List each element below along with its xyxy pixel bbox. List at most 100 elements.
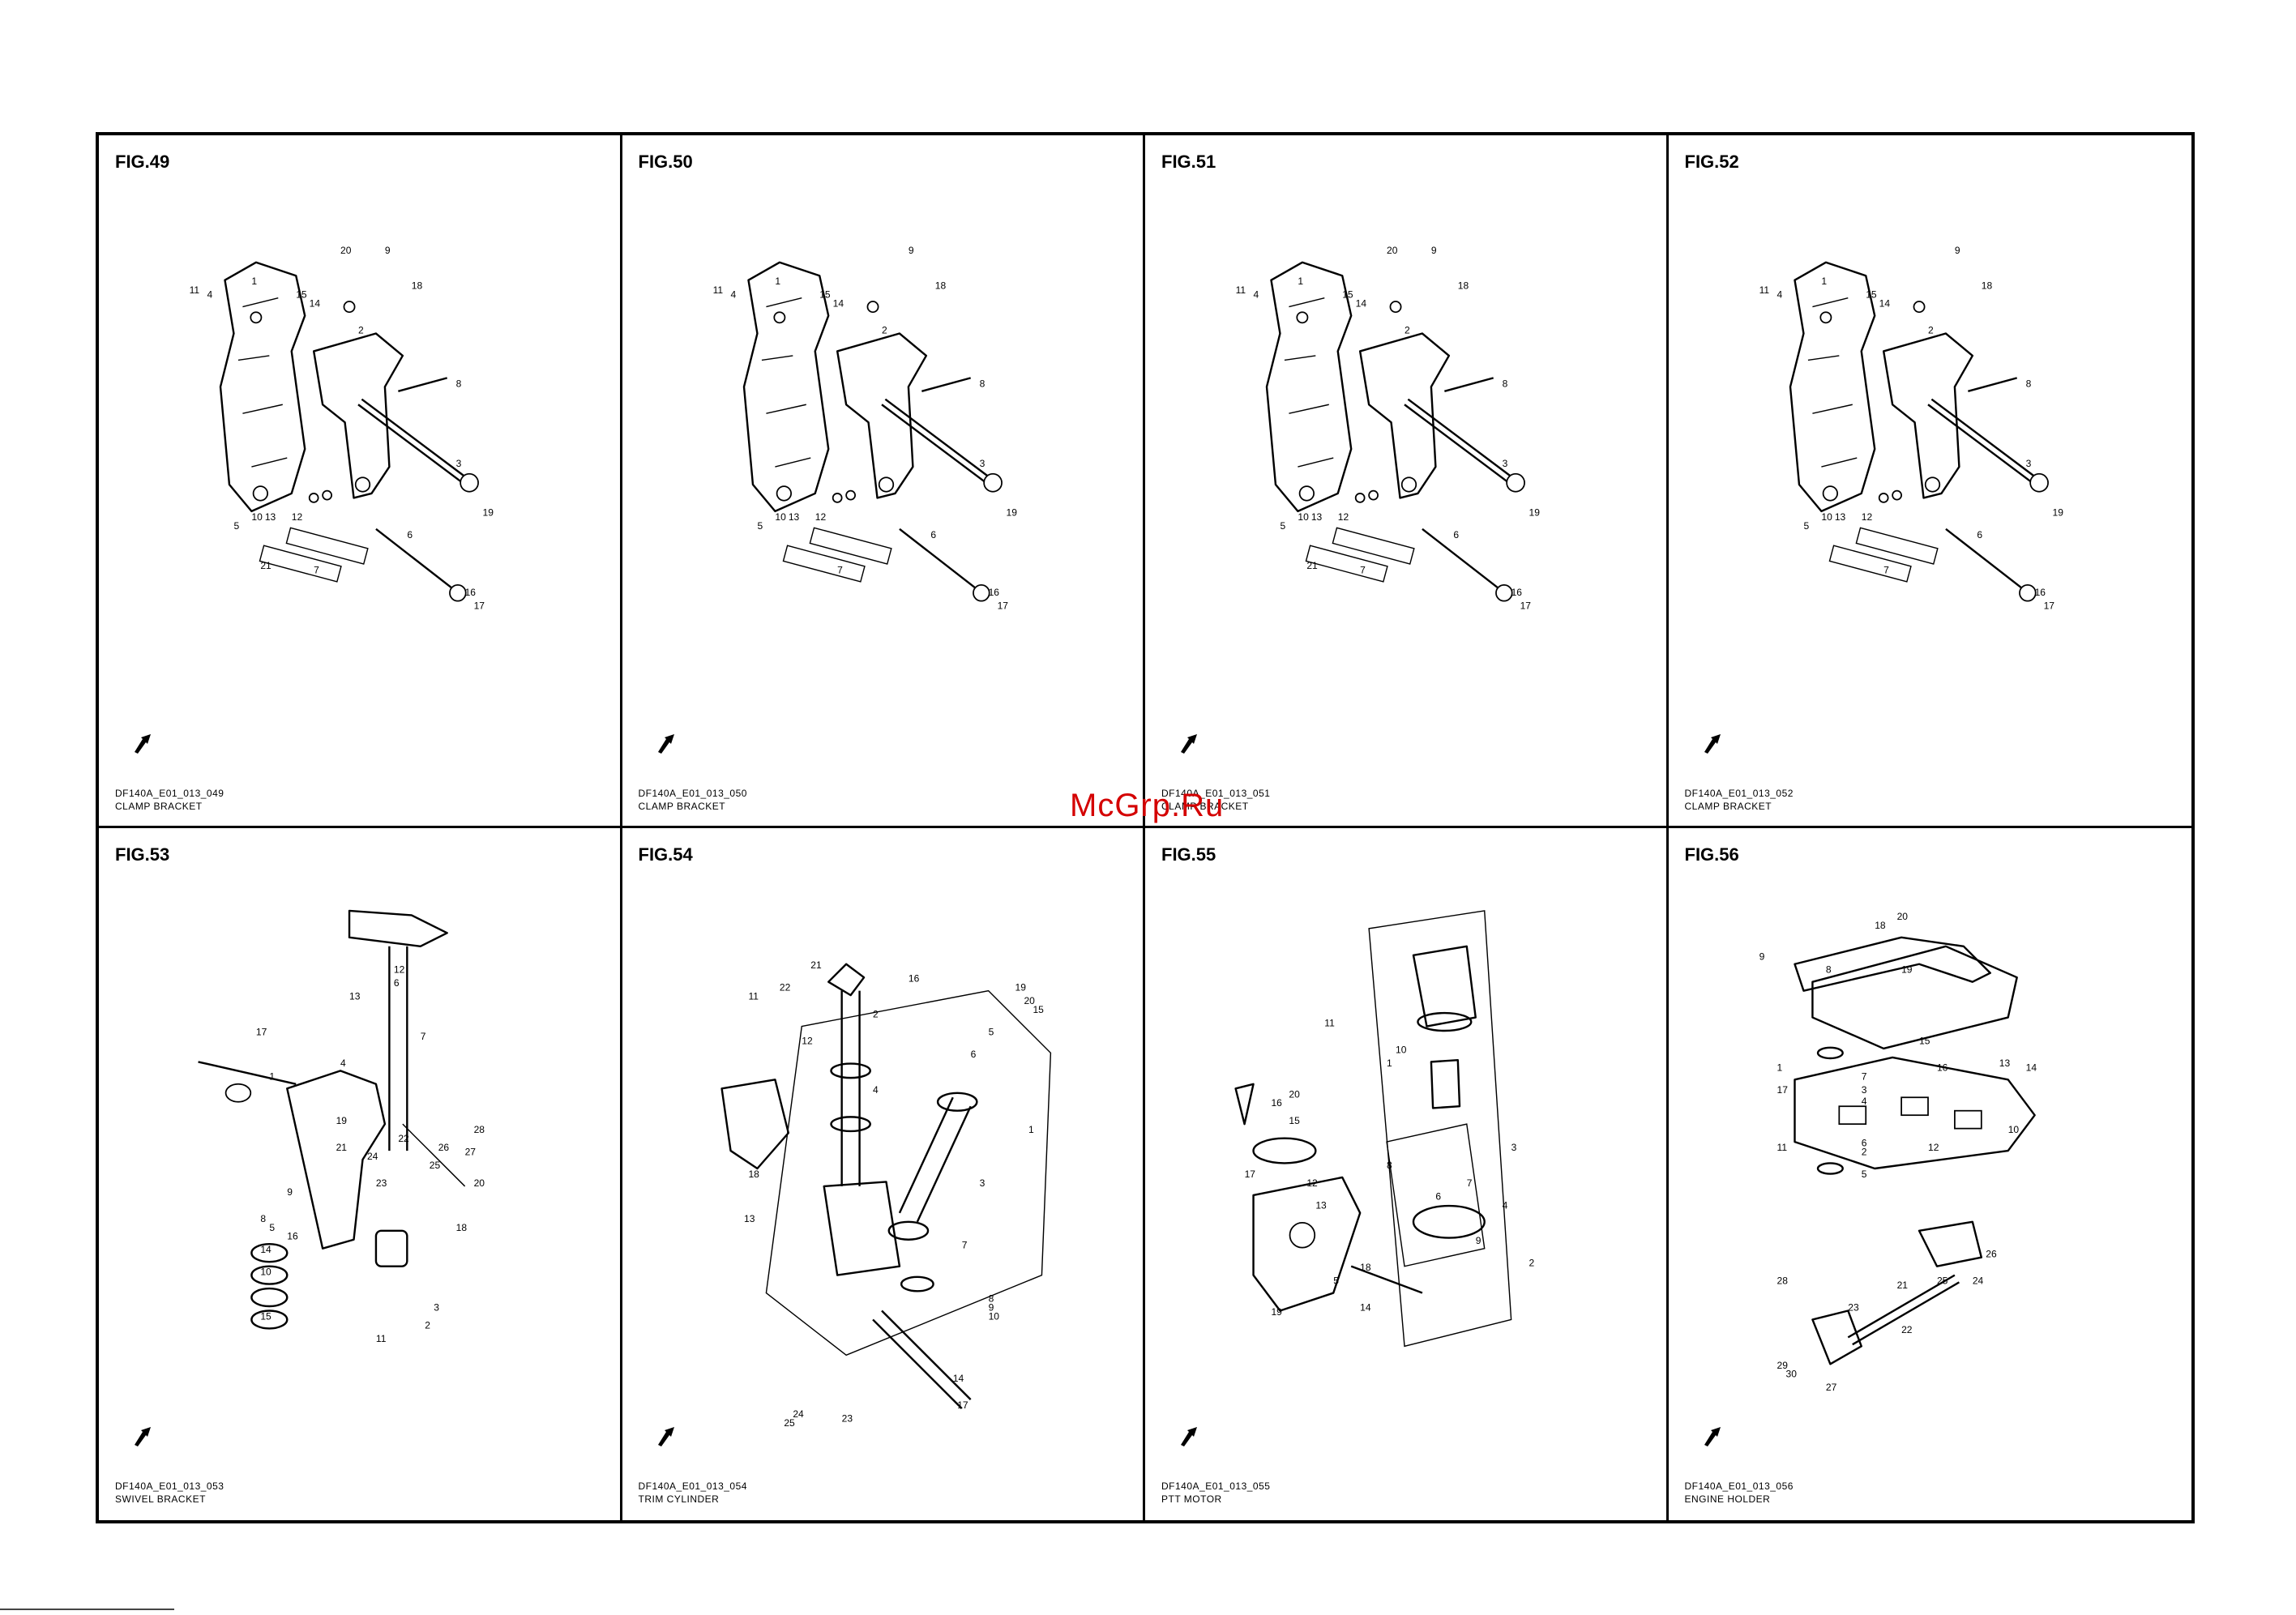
part-callout-number: 17 <box>997 600 1008 612</box>
forward-arrow-icon <box>1181 1426 1197 1446</box>
part-callout-number: 13 <box>1315 1199 1327 1211</box>
figure-code: DF140A_E01_013_055 <box>1161 1480 1271 1492</box>
part-callout-number: 15 <box>296 289 307 301</box>
part-callout-number: 17 <box>1245 1168 1256 1179</box>
part-callout-number: 1 <box>1028 1124 1033 1135</box>
figure-code: DF140A_E01_013_050 <box>638 788 747 799</box>
part-callout-number: 5 <box>1333 1275 1339 1286</box>
part-callout-number: 22 <box>1901 1323 1913 1335</box>
figure-title: FIG.52 <box>1684 152 1739 172</box>
part-callout-number: 18 <box>934 280 946 292</box>
part-callout-number: 3 <box>1861 1083 1866 1095</box>
part-callout-number: 24 <box>367 1151 378 1162</box>
figure-title: FIG.53 <box>115 844 170 865</box>
part-callout-number: 8 <box>988 1292 994 1304</box>
part-callout-number: 15 <box>1866 289 1877 301</box>
part-callout-number: 5 <box>233 520 239 532</box>
part-callout-number: 12 <box>815 511 826 523</box>
part-callout-number: 6 <box>1977 529 1982 540</box>
figure-title: FIG.51 <box>1161 152 1216 172</box>
part-callout-number: 23 <box>376 1177 387 1188</box>
figure-name: CLAMP BRACKET <box>115 801 203 812</box>
part-callout-number: 16 <box>465 587 477 598</box>
figure-code: DF140A_E01_013_056 <box>1684 1480 1794 1492</box>
part-callout-number: 23 <box>841 1412 853 1424</box>
part-callout-number: 4 <box>1254 289 1259 301</box>
part-callout-number: 3 <box>979 1177 985 1188</box>
part-callout-number: 10 <box>775 511 786 523</box>
part-callout-number: 5 <box>757 520 763 532</box>
part-callout-number: 10 <box>251 511 263 523</box>
part-callout-number: 23 <box>1848 1301 1859 1313</box>
part-callout-number: 6 <box>930 529 936 540</box>
part-callout-number: 13 <box>265 511 276 523</box>
part-callout-number: 9 <box>988 1301 994 1313</box>
part-callout-number: 2 <box>1529 1257 1535 1268</box>
part-callout-number: 12 <box>1928 1142 1939 1153</box>
part-callout-number: 7 <box>1360 565 1366 576</box>
part-callout-number: 15 <box>1033 1004 1044 1015</box>
part-callout-number: 10 <box>260 1266 272 1277</box>
part-callout-number: 16 <box>1271 1097 1282 1109</box>
part-callout-number: 21 <box>810 959 822 971</box>
part-callout-number: 16 <box>1936 1062 1948 1073</box>
figure-code: DF140A_E01_013_052 <box>1684 788 1794 799</box>
part-callout-number: 16 <box>1511 587 1523 598</box>
part-callout-number: 13 <box>744 1212 755 1224</box>
part-callout-number: 5 <box>1861 1168 1866 1179</box>
part-callout-number: 5 <box>269 1221 275 1233</box>
part-callout-number: 21 <box>1306 560 1318 571</box>
part-callout-number: 4 <box>730 289 736 301</box>
part-callout-number: 12 <box>1338 511 1349 523</box>
part-callout-number: 7 <box>1861 1070 1866 1082</box>
part-callout-number: 13 <box>349 990 361 1002</box>
part-callout-number: 8 <box>1503 378 1508 389</box>
part-callout-number: 25 <box>1936 1275 1948 1286</box>
part-callout-number: 14 <box>1879 298 1890 310</box>
part-callout-number: 6 <box>1861 1137 1866 1148</box>
part-callout-number: 6 <box>394 977 400 989</box>
part-callout-number: 24 <box>1972 1275 1983 1286</box>
part-callout-number: 4 <box>207 289 213 301</box>
part-callout-number: 30 <box>1785 1368 1797 1379</box>
part-callout-number: 3 <box>434 1301 439 1313</box>
part-callout-number: 2 <box>873 1008 879 1019</box>
part-callout-number: 25 <box>784 1417 795 1429</box>
part-callout-number: 3 <box>2025 458 2031 469</box>
figure-name: SWIVEL BRACKET <box>115 1493 206 1505</box>
part-callout-number: 17 <box>1777 1083 1788 1095</box>
part-callout-number: 13 <box>788 511 799 523</box>
part-callout-number: 19 <box>483 506 494 518</box>
part-callout-number: 4 <box>1503 1199 1508 1211</box>
part-callout-number: 21 <box>1896 1280 1908 1291</box>
forward-arrow-icon <box>1704 1426 1721 1446</box>
part-callout-number: 8 <box>260 1212 266 1224</box>
part-callout-number: 6 <box>1435 1190 1441 1202</box>
part-callout-number: 7 <box>1883 565 1889 576</box>
part-callout-number: 25 <box>430 1160 441 1171</box>
part-callout-number: 11 <box>712 284 723 296</box>
part-callout-number: 12 <box>292 511 303 523</box>
figure-title: FIG.56 <box>1684 844 1739 865</box>
part-callout-number: 19 <box>336 1115 348 1126</box>
figure-name: PTT MOTOR <box>1161 1493 1222 1505</box>
part-callout-number: 8 <box>2025 378 2031 389</box>
part-callout-number: 15 <box>1289 1115 1300 1126</box>
part-callout-number: 12 <box>1306 1177 1318 1188</box>
part-callout-number: 10 <box>1821 511 1832 523</box>
part-callout-number: 9 <box>287 1186 293 1197</box>
part-callout-number: 14 <box>952 1373 964 1384</box>
part-callout-number: 17 <box>474 600 485 612</box>
part-callout-number: 12 <box>394 963 405 975</box>
part-callout-number: 1 <box>251 276 257 287</box>
figure-code: DF140A_E01_013_051 <box>1161 788 1271 799</box>
